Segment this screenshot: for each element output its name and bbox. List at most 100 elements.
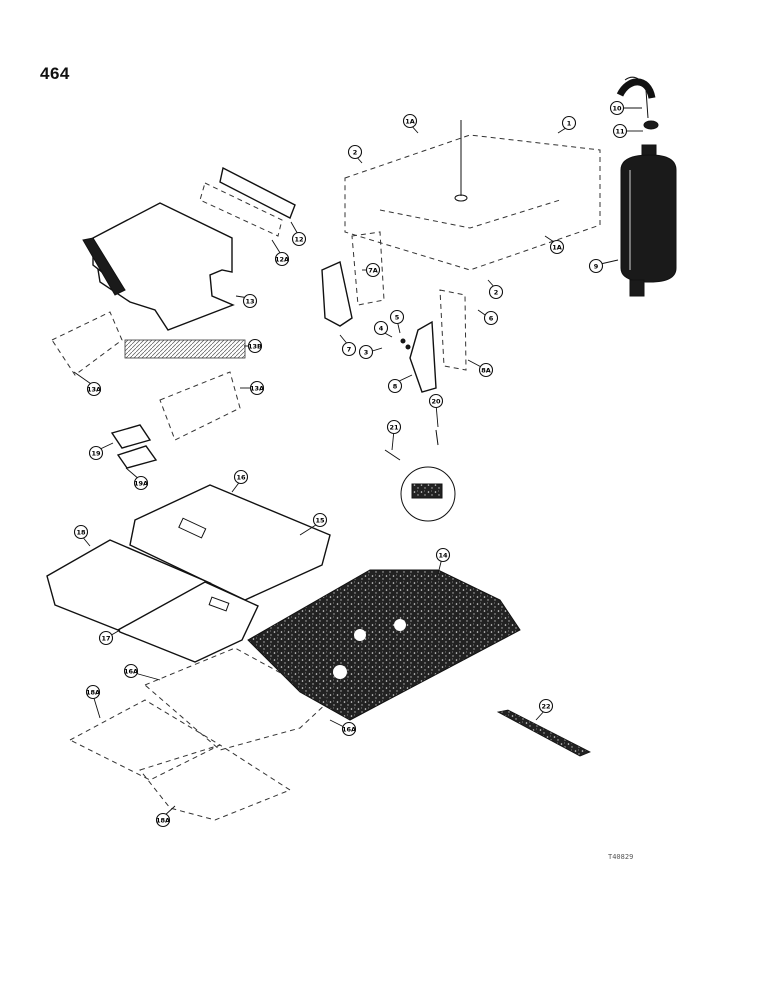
muffler-part bbox=[616, 76, 677, 297]
callout-circle bbox=[435, 547, 451, 563]
callout-label: 21 bbox=[389, 423, 399, 431]
callout-12: 12 bbox=[291, 231, 307, 247]
strip-part bbox=[496, 709, 591, 757]
callout-label: 17 bbox=[101, 634, 110, 642]
cowl-part bbox=[51, 166, 296, 441]
callout-13b: 13B bbox=[247, 338, 263, 354]
pedal-part bbox=[384, 429, 456, 522]
callout-circle bbox=[549, 239, 565, 255]
callout-label: 1 bbox=[567, 119, 572, 127]
callout-label: 13 bbox=[245, 297, 254, 305]
callout-label: 19A bbox=[134, 479, 148, 487]
callout-22: 22 bbox=[538, 698, 554, 714]
callout-circle bbox=[588, 258, 604, 274]
callout-circle bbox=[88, 445, 104, 461]
callout-label: 7A bbox=[368, 266, 378, 274]
side-bracket-part bbox=[321, 231, 467, 393]
callout-circle bbox=[249, 380, 265, 396]
callout-circle bbox=[86, 381, 102, 397]
callout-circle bbox=[488, 284, 504, 300]
callout-label: 8A bbox=[481, 366, 491, 374]
callout-14: 14 bbox=[435, 547, 451, 563]
callout-label: 2 bbox=[353, 148, 358, 156]
callout-label: 5 bbox=[395, 313, 400, 321]
callout-19a: 19A bbox=[133, 475, 149, 491]
callout-label: 6 bbox=[489, 314, 494, 322]
dash-panel-part bbox=[344, 120, 601, 271]
callout-label: 12 bbox=[294, 235, 303, 243]
callout-10: 10 bbox=[609, 100, 625, 116]
callout-label: 13B bbox=[248, 342, 262, 350]
callout-circle bbox=[483, 310, 499, 326]
callout-circle bbox=[612, 123, 628, 139]
callout-label: 20 bbox=[431, 397, 441, 405]
callout-16: 16 bbox=[233, 469, 249, 485]
callout-circle bbox=[123, 663, 139, 679]
callout-1a-right: 1A bbox=[549, 239, 565, 255]
callout-circle bbox=[291, 231, 307, 247]
lower-plate-part bbox=[68, 647, 331, 821]
callout-7: 7 bbox=[341, 341, 357, 357]
callout-6: 6 bbox=[483, 310, 499, 326]
callout-11: 11 bbox=[612, 123, 628, 139]
callout-3: 3 bbox=[358, 344, 374, 360]
page-number: 464 bbox=[40, 64, 70, 83]
callout-label: 7 bbox=[347, 345, 352, 353]
callout-18a-bottom: 18A bbox=[155, 812, 171, 828]
callout-label: 13A bbox=[250, 384, 264, 392]
callout-13a-left: 13A bbox=[86, 381, 102, 397]
floor-plate-part bbox=[46, 484, 331, 663]
callout-circle bbox=[561, 115, 577, 131]
callout-circle bbox=[347, 144, 363, 160]
callout-7a: 7A bbox=[365, 262, 381, 278]
callout-circle bbox=[389, 309, 405, 325]
callout-1a-top: 1A bbox=[402, 113, 418, 129]
callout-label: 22 bbox=[541, 702, 550, 710]
callout-circle bbox=[341, 721, 357, 737]
callout-4: 4 bbox=[373, 320, 389, 336]
callout-circle bbox=[155, 812, 171, 828]
callout-label: 15 bbox=[315, 516, 325, 524]
small-plate-part bbox=[110, 424, 158, 469]
callout-13a-right: 13A bbox=[249, 380, 265, 396]
callout-circle bbox=[373, 320, 389, 336]
callout-label: 12A bbox=[275, 255, 289, 263]
callout-label: 11 bbox=[615, 127, 625, 135]
callout-circle bbox=[358, 344, 374, 360]
callout-circle bbox=[365, 262, 381, 278]
callout-label: 18A bbox=[156, 816, 170, 824]
callout-label: 10 bbox=[612, 104, 622, 112]
callout-circle bbox=[133, 475, 149, 491]
callout-circle bbox=[428, 393, 444, 409]
callout-2-right: 2 bbox=[488, 284, 504, 300]
callout-label: 1A bbox=[552, 243, 562, 251]
callout-circle bbox=[312, 512, 328, 528]
callout-16a-right: 16A bbox=[341, 721, 357, 737]
callout-21: 21 bbox=[386, 419, 402, 435]
callout-circle bbox=[247, 338, 263, 354]
callout-circle bbox=[538, 698, 554, 714]
callout-12a: 12A bbox=[274, 251, 290, 267]
callout-17: 17 bbox=[98, 630, 114, 646]
callout-circle bbox=[98, 630, 114, 646]
callout-circle bbox=[387, 378, 403, 394]
callout-label: 18 bbox=[76, 528, 86, 536]
callout-circle bbox=[274, 251, 290, 267]
callout-16a-top: 16A bbox=[123, 663, 139, 679]
callout-19: 19 bbox=[88, 445, 104, 461]
callout-5: 5 bbox=[389, 309, 405, 325]
callout-label: 13A bbox=[87, 385, 101, 393]
callout-label: 4 bbox=[379, 324, 384, 332]
callout-label: 1A bbox=[405, 117, 415, 125]
callout-label: 18A bbox=[86, 688, 100, 696]
callout-circle bbox=[609, 100, 625, 116]
callout-label: 16A bbox=[342, 725, 356, 733]
callout-13: 13 bbox=[242, 293, 258, 309]
callout-9: 9 bbox=[588, 258, 604, 274]
callout-label: 16 bbox=[236, 473, 246, 481]
callout-label: 3 bbox=[364, 348, 369, 356]
callout-label: 2 bbox=[494, 288, 499, 296]
callout-circle bbox=[341, 341, 357, 357]
figure-code: T40829 bbox=[608, 853, 634, 861]
